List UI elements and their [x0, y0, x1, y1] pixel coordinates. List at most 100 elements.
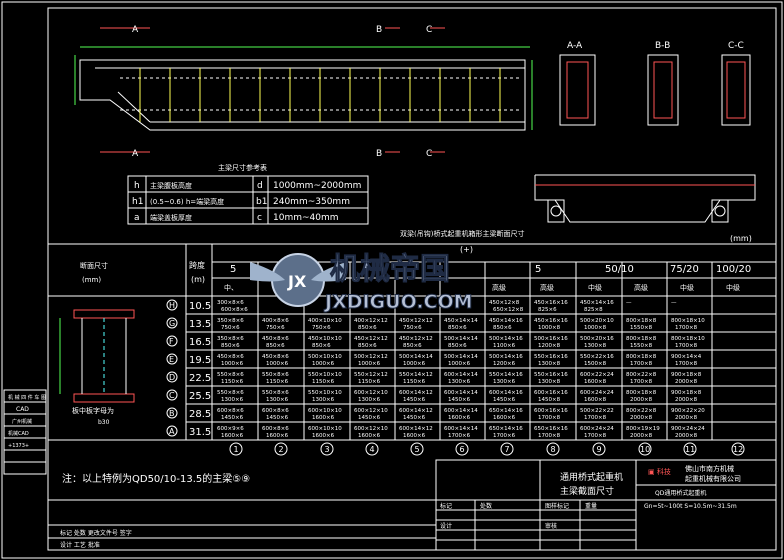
row-mark: C	[169, 391, 175, 400]
cell-flange: 650×14×16	[489, 408, 523, 414]
cell-web: 1150×6	[312, 379, 335, 385]
cell-flange: 900×18×8	[671, 390, 702, 396]
cell-web: 750×6	[221, 325, 240, 331]
cell-flange: 500×20×16	[580, 336, 614, 342]
cell-flange: 550×10×10	[308, 390, 342, 396]
cell-flange: 500×14×14	[399, 354, 433, 360]
tb-cell-3: 图样标记	[545, 502, 569, 510]
cell-web: 1600×6	[358, 433, 381, 439]
title-sub: 主梁截面尺寸	[560, 485, 614, 497]
duty-hdr-10: 高级	[634, 283, 648, 292]
cell-flange: 500×20×10	[580, 318, 614, 324]
cell-flange: 600×24×24	[580, 390, 614, 396]
cell-flange: 600×24×24	[580, 426, 614, 432]
cell-web: 1700×8	[584, 433, 607, 439]
cell-flange: 800×22×8	[626, 372, 657, 378]
cell-flange: 450×16×16	[534, 300, 568, 306]
cell-web: 1450×8	[538, 397, 561, 403]
cell-flange: 900×18×8	[671, 372, 702, 378]
row-mark-circle	[166, 299, 178, 311]
cell-web: 1150×6	[221, 379, 244, 385]
tb-cell-5: 设计	[440, 522, 452, 530]
cell-flange: 450×14×16	[580, 300, 614, 306]
column-number-circle	[455, 442, 469, 456]
cell-web: 1200×8	[538, 343, 561, 349]
left-strip-1: 机 械 四 件 车 图	[8, 394, 46, 401]
cell-flange: 600×8×6	[262, 426, 289, 432]
column-number: 7	[505, 445, 510, 454]
cell-flange: 600×9×6	[217, 426, 244, 432]
cell-flange: 800×18×8	[626, 354, 657, 360]
row-mark: E	[169, 355, 174, 364]
cell-flange: 600×10×10	[308, 426, 342, 432]
cap-header-5: 5	[230, 264, 236, 275]
param-table-title: 主梁尺寸参考表	[218, 163, 267, 172]
cell-web: 1450×6	[358, 415, 381, 421]
cell-web: 1600×6	[493, 415, 516, 421]
section-label-aa: A-A	[567, 41, 583, 51]
cell-flange: 600×14×14	[444, 372, 478, 378]
product-line: QD通用桥式起重机	[655, 489, 706, 497]
cell-flange: 600×14×14	[444, 426, 478, 432]
cell-web: 1150×6	[403, 379, 426, 385]
cell-flange: 800×18×10	[671, 318, 705, 324]
span-label: 跨度	[189, 260, 205, 270]
param-row1-sym2: d	[257, 181, 263, 191]
cell-web: 1600×8	[584, 379, 607, 385]
cell-web: 1000×6	[448, 361, 471, 367]
logo-monogram: JX	[287, 272, 307, 291]
cell-flange: 500×10×10	[308, 354, 342, 360]
cell-flange: 400×8×6	[262, 318, 289, 324]
cell-web: 1000×6	[358, 361, 381, 367]
duty-hdr-9: 中级	[588, 283, 602, 292]
cell-web: 1450×6	[266, 415, 289, 421]
row-span: 10.5	[189, 301, 211, 312]
cell-web: 850×6	[221, 343, 240, 349]
cell-web: 1600×6	[312, 433, 335, 439]
row-mark: A	[169, 427, 175, 436]
cell-flange: 550×16×16	[534, 354, 568, 360]
cell-web: 2000×8	[675, 397, 698, 403]
cell-flange: 450×12×12	[399, 336, 433, 342]
column-number-circle	[683, 442, 697, 456]
title-main: 通用桥式起重机	[560, 471, 623, 483]
cell-flange: 900×14×4	[671, 354, 702, 360]
section-mark-b-bottom: B	[376, 149, 382, 159]
cell-flange: 650×16×16	[534, 426, 568, 432]
column-number-circle	[365, 442, 379, 456]
cell-web: 1550×8	[630, 343, 653, 349]
cell-web: 2000×8	[675, 433, 698, 439]
duty-hdr-12: 中级	[726, 283, 740, 292]
row-mark: G	[169, 319, 175, 328]
cell-web: 1450×6	[493, 397, 516, 403]
param-row3-sym2: c	[257, 213, 262, 223]
cell-flange: 450×12×12	[354, 336, 388, 342]
table-caption: 双梁(吊钩)桥式起重机箱形主梁断面尺寸	[400, 229, 524, 238]
tb-cell-6: 审核	[545, 522, 557, 530]
cell-flange: 650×14×16	[489, 426, 523, 432]
row-mark-circle	[166, 389, 178, 401]
cell-flange: 800×18×8	[626, 336, 657, 342]
cell-web: 1000×8	[584, 325, 607, 331]
row-span: 25.5	[189, 391, 211, 402]
cross-section-note2: b30	[98, 419, 110, 426]
column-number-circle	[638, 442, 652, 456]
row-span: 28.5	[189, 409, 211, 420]
cell-web: 1000×6	[403, 361, 426, 367]
cell-web: 1300×6	[266, 397, 289, 403]
cell-flange: 600×14×14	[444, 408, 478, 414]
column-number: 9	[597, 445, 602, 454]
cell-flange: 800×18×10	[671, 336, 705, 342]
cell-flange: 450×12×12	[399, 318, 433, 324]
tb-cell-2: 处数	[480, 502, 492, 510]
cell-flange: 550×14×12	[399, 372, 433, 378]
cap-header-75-20: 75/20	[670, 264, 699, 275]
cell-flange: 550×10×10	[308, 372, 342, 378]
cell-web: 1700×8	[584, 415, 607, 421]
